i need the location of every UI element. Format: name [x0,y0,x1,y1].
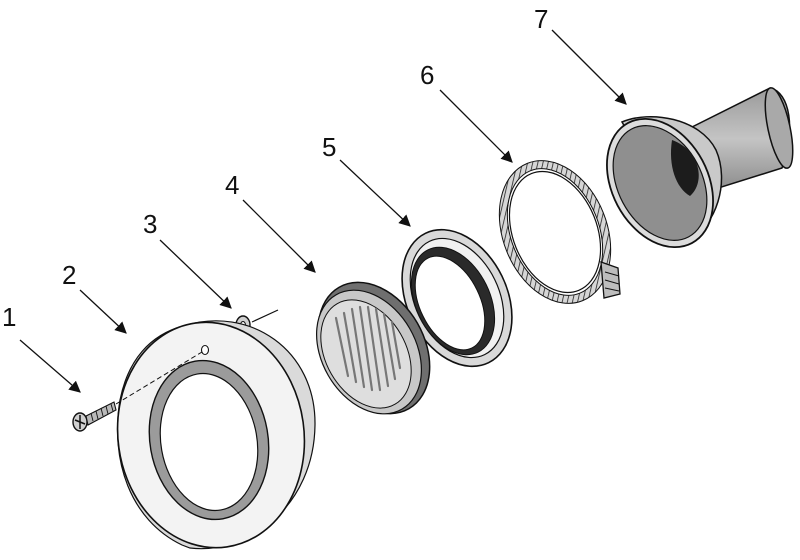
callout-arrow-7 [551,29,627,105]
face-plate-ring-icon [115,320,316,550]
callout-number-1: 1 [2,302,16,332]
callout-number-6: 6 [420,60,434,90]
callout-arrows [19,29,627,393]
callout-arrow-2 [79,289,127,334]
housing-niche-icon [606,87,794,249]
screw-icon [72,401,117,432]
callout-number-7: 7 [534,4,548,34]
grille-lens-icon [316,281,431,415]
callout-arrow-6 [439,89,513,163]
callout-number-2: 2 [62,260,76,290]
callout-numbers: 1 2 3 4 5 6 7 [2,4,548,332]
callout-arrow-4 [242,199,316,273]
callout-number-5: 5 [322,132,336,162]
gasket-ring-icon [401,228,513,368]
callout-arrow-3 [159,239,232,309]
callout-arrow-5 [339,159,411,227]
callout-arrow-1 [19,339,81,393]
clamp-band-icon [498,160,621,304]
callout-number-4: 4 [225,170,239,200]
callout-number-3: 3 [143,209,157,239]
